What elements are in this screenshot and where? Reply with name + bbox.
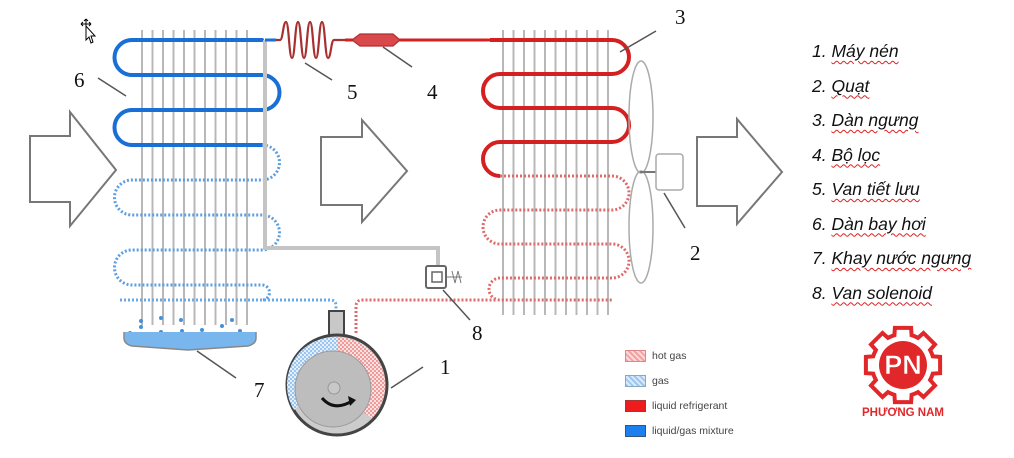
water-drop	[139, 325, 143, 329]
label-number-5: 5	[347, 80, 358, 104]
label-number-8: 8	[472, 321, 483, 345]
condenser-fins	[502, 30, 609, 315]
leader-line-4	[382, 46, 413, 68]
leader-line-5	[304, 62, 333, 81]
fan-motor	[655, 153, 684, 191]
legend-item: 3. Dàn ngưng	[812, 110, 919, 130]
condenser-coil-liquid	[481, 38, 631, 178]
condenser-coil	[481, 38, 631, 302]
key-row-gas: gas	[625, 370, 734, 392]
brand-name: PHƯƠNG NAM	[862, 407, 944, 419]
leader-line-1	[390, 366, 424, 389]
return-line	[263, 40, 440, 268]
leader-line-3	[619, 30, 657, 53]
water-drop	[220, 324, 224, 328]
liquid-refrigerant-swatch	[625, 400, 646, 412]
water-drop	[139, 319, 143, 323]
label-number-3: 3	[675, 5, 686, 29]
leader-line-6	[97, 77, 127, 97]
water-drop	[230, 318, 234, 322]
water-drop	[200, 328, 204, 332]
label-number-2: 2	[690, 241, 701, 265]
filter-drier	[351, 33, 401, 47]
label-number-6: 6	[74, 68, 85, 92]
airflow-arrow-out	[696, 116, 784, 227]
leader-line-2	[663, 192, 686, 229]
liquid-gas-mixture-swatch	[625, 425, 646, 437]
fan-blade-bottom	[628, 170, 654, 284]
legend-item: 1. Máy nén	[812, 41, 899, 61]
svg-text:PN: PN	[884, 350, 922, 380]
legend-item: 6. Dàn bay hơi	[812, 213, 926, 234]
evaporator-coil-gas	[113, 143, 281, 302]
gear-icon	[863, 325, 943, 405]
solenoid-valve	[425, 265, 462, 289]
gas-swatch	[625, 375, 646, 387]
condensate-tray	[123, 332, 257, 351]
leader-line-8	[442, 289, 471, 321]
evaporator-fins	[141, 30, 248, 325]
legend-item: 4. Bộ lọc	[812, 144, 881, 165]
move-cursor-icon	[80, 18, 97, 44]
label-number-1: 1	[440, 355, 451, 379]
refrigerant-state-key: hot gas gas liquid refrigerant liquid/ga…	[625, 345, 734, 445]
evaporator-coil	[112, 38, 282, 302]
hot-gas-swatch	[625, 350, 646, 362]
phuong-nam-logo: PN	[863, 325, 943, 405]
fan-blade-top	[628, 60, 654, 174]
airflow-arrow-in	[29, 109, 118, 229]
key-row-hot-gas: hot gas	[625, 345, 734, 367]
key-row-liquid: liquid refrigerant	[625, 395, 734, 417]
component-legend: 1. Máy nén 2. Quạt 3. Dàn ngưng 4. Bộ lọ…	[812, 40, 971, 316]
key-row-mixture: liquid/gas mixture	[625, 420, 734, 442]
legend-item: 2. Quạt	[812, 75, 870, 96]
airflow-arrow-middle	[320, 117, 409, 225]
label-number-7: 7	[254, 378, 265, 402]
water-drop	[159, 316, 163, 320]
compressor-discharge-line	[354, 298, 496, 333]
legend-item: 8. Van solenoid	[812, 282, 933, 303]
water-drop	[179, 318, 183, 322]
legend-item: 5. Van tiết lưu	[812, 179, 920, 199]
evaporator-coil-liquid	[112, 38, 282, 147]
rotation-arrow-icon	[320, 396, 353, 408]
legend-item: 7. Khay nước ngưng	[812, 248, 972, 268]
label-number-4: 4	[427, 80, 438, 104]
leader-line-7	[196, 350, 237, 379]
expansion-valve-coil	[276, 20, 345, 60]
